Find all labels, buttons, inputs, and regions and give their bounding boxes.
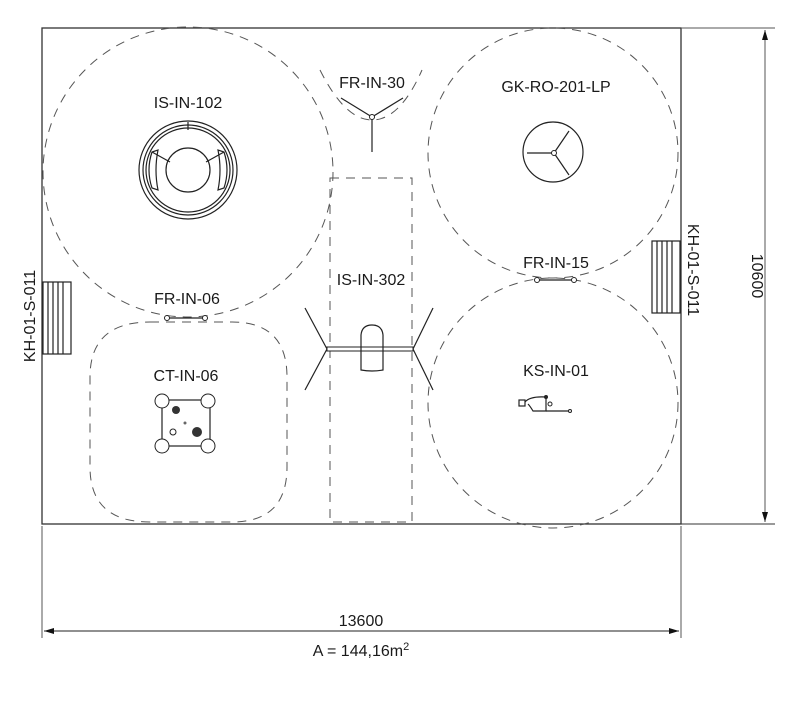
area-label: A = 144,16m2 <box>313 641 409 660</box>
height-dimension: 10600 <box>681 27 775 525</box>
arrow-up-icon <box>762 30 768 40</box>
label-gk-ro-201-lp: GK-RO-201-LP <box>501 79 610 96</box>
safety-zone-ks-in-01 <box>427 277 679 529</box>
bar-icon <box>164 315 208 321</box>
seesaw-icon <box>304 307 434 391</box>
tripod-spring-icon <box>340 97 404 152</box>
carousel-icon <box>138 120 238 220</box>
arrow-down-icon <box>762 512 768 522</box>
bench-icon <box>651 240 681 314</box>
label-fr-in-30: FR-IN-30 <box>339 75 405 92</box>
label-kh-01-s-011-left: KH-01-S-011 <box>22 270 39 362</box>
label-fr-in-06: FR-IN-06 <box>154 291 220 308</box>
arrow-right-icon <box>669 628 679 634</box>
spring-rider-icon <box>518 395 572 413</box>
label-is-in-102: IS-IN-102 <box>154 95 223 112</box>
area-value: A = 144,16m <box>313 643 403 660</box>
climbing-tower-icon <box>154 393 216 454</box>
label-fr-in-15: FR-IN-15 <box>523 255 589 272</box>
bench-icon <box>42 281 72 355</box>
safety-zone-gk-ro-201-lp <box>427 27 679 279</box>
bar-icon <box>534 277 577 283</box>
plan-boundary <box>41 27 682 525</box>
area-superscript: 2 <box>403 641 409 653</box>
label-ct-in-06: CT-IN-06 <box>154 368 219 385</box>
width-dimension-value: 13600 <box>339 613 384 630</box>
label-is-in-302: IS-IN-302 <box>337 272 406 289</box>
height-dimension-value: 10600 <box>748 254 765 299</box>
arrow-left-icon <box>44 628 54 634</box>
rotating-tripod-icon <box>522 121 584 183</box>
label-kh-01-s-011-right: KH-01-S-011 <box>684 224 701 316</box>
safety-zone-is-in-102 <box>42 26 334 318</box>
width-dimension: 13600 <box>41 526 682 638</box>
label-ks-in-01: KS-IN-01 <box>523 363 589 380</box>
safety-zone-ct-in-06 <box>89 321 288 523</box>
